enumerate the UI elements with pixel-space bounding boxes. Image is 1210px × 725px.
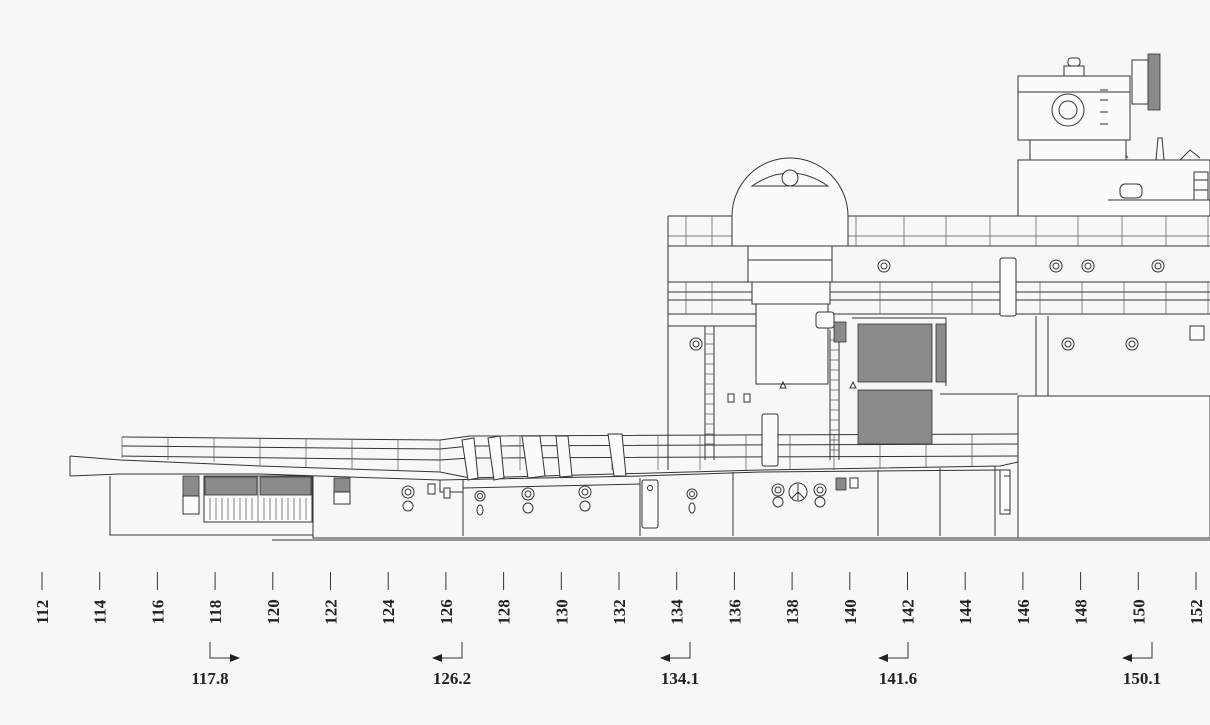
section-arrow-head [1122,654,1132,662]
section-arrow-line [1128,642,1153,659]
section-label: 141.6 [879,669,917,688]
section-arrow-head [432,654,442,662]
hull-waist [69,455,1210,541]
frame-label: 150 [1129,599,1148,625]
section-arrow-line [209,642,234,659]
frame-label: 118 [206,600,225,625]
frame-label: 136 [725,599,744,625]
section-arrow-line [438,642,463,659]
section-arrow-head [878,654,888,662]
frame-label: 132 [610,599,629,625]
frame-label: 114 [91,599,110,624]
railing-aft [121,433,1019,481]
frame-label: 130 [552,599,571,625]
section-markers: 117.8 126.2 134.1 141.6 150.1 [191,642,1161,688]
frame-label: 142 [899,599,918,625]
frame-scale: 112 114 116 118 120 122 124 126 128 130 132 134 136 1… [33,572,1206,625]
frame-label: 116 [148,600,167,625]
frame-label: 138 [783,599,802,625]
section-label: 126.2 [433,669,471,688]
frame-label: 120 [264,599,283,625]
frame-label: 134 [668,599,687,625]
frame-label: 144 [956,599,975,625]
frame-label: 126 [437,599,456,625]
frame-label: 128 [495,599,514,625]
section-arrow-line [666,642,691,659]
frame-label: 146 [1014,599,1033,625]
superstructure [667,53,1210,539]
frame-label: 122 [322,599,341,625]
frame-label: 152 [1187,599,1206,625]
frame-label: 140 [841,599,860,625]
section-arrow-line [884,642,909,659]
frame-label: 124 [379,599,398,625]
frame-label: 148 [1072,599,1091,625]
section-label: 134.1 [661,669,699,688]
section-label: 150.1 [1123,669,1161,688]
section-label: 117.8 [191,669,228,688]
frame-label: 112 [33,600,52,625]
section-arrow-head [660,654,670,662]
section-arrow-head [230,654,240,662]
